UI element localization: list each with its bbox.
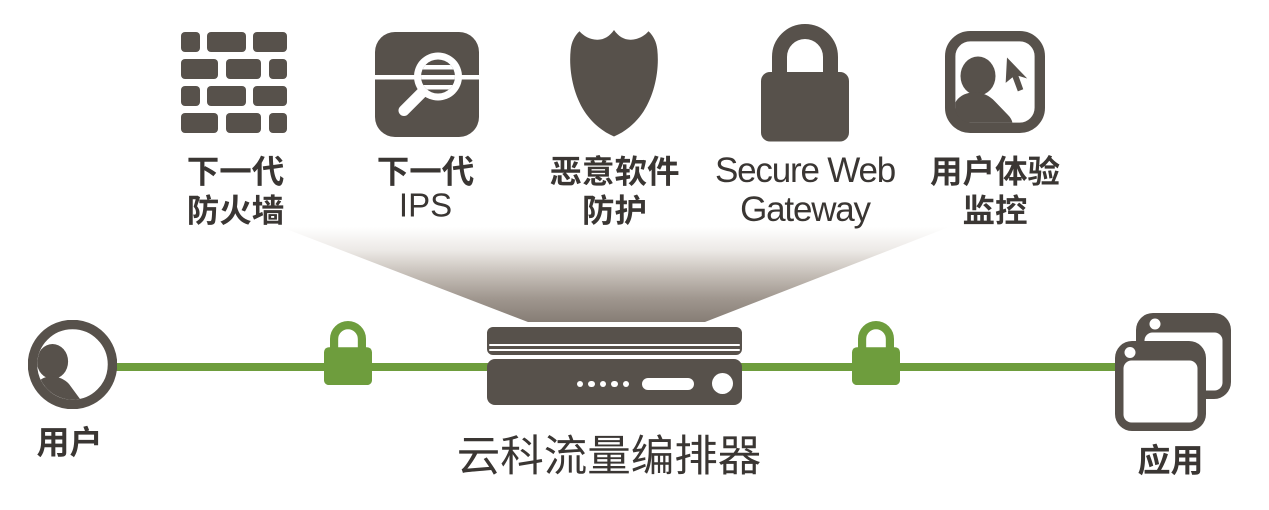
inspection-magnifier-icon bbox=[375, 32, 479, 137]
appliance-led bbox=[611, 380, 618, 388]
appliance-groove bbox=[489, 344, 740, 347]
padlock-icon bbox=[761, 24, 849, 142]
encryption-lock-right-icon bbox=[852, 321, 900, 385]
appliance-title: 云科流量编排器 bbox=[456, 421, 762, 484]
user-circle-icon bbox=[28, 319, 117, 409]
appliance-power-button bbox=[711, 373, 733, 394]
user-node-label: 用户 bbox=[36, 416, 103, 464]
user-cursor-monitor-icon bbox=[945, 31, 1045, 133]
app-windows-icon bbox=[1115, 313, 1231, 431]
service-label-uem: 用户体验 监控 bbox=[929, 146, 1061, 232]
service-label-swg: Secure Web Gateway bbox=[715, 151, 896, 229]
encryption-lock-left-icon bbox=[324, 321, 372, 385]
appliance-groove bbox=[489, 348, 740, 352]
services-funnel bbox=[281, 227, 949, 322]
appliance-bottom-unit bbox=[487, 359, 742, 405]
appliance-led bbox=[576, 380, 584, 388]
service-label-ngfw: 下一代 防火墙 bbox=[186, 146, 285, 232]
appliance-led bbox=[588, 380, 595, 388]
service-label-malware: 恶意软件 防护 bbox=[549, 146, 680, 232]
firewall-bricks-icon bbox=[181, 32, 287, 133]
appliance-top-unit bbox=[487, 327, 742, 355]
appliance-led bbox=[599, 380, 607, 388]
appliance-drive-slot bbox=[642, 377, 694, 390]
shield-icon bbox=[570, 30, 658, 137]
appliance-led bbox=[622, 380, 630, 388]
app-node-label: 应用 bbox=[1137, 433, 1204, 482]
service-label-ngips: 下一代 IPS bbox=[376, 146, 475, 224]
